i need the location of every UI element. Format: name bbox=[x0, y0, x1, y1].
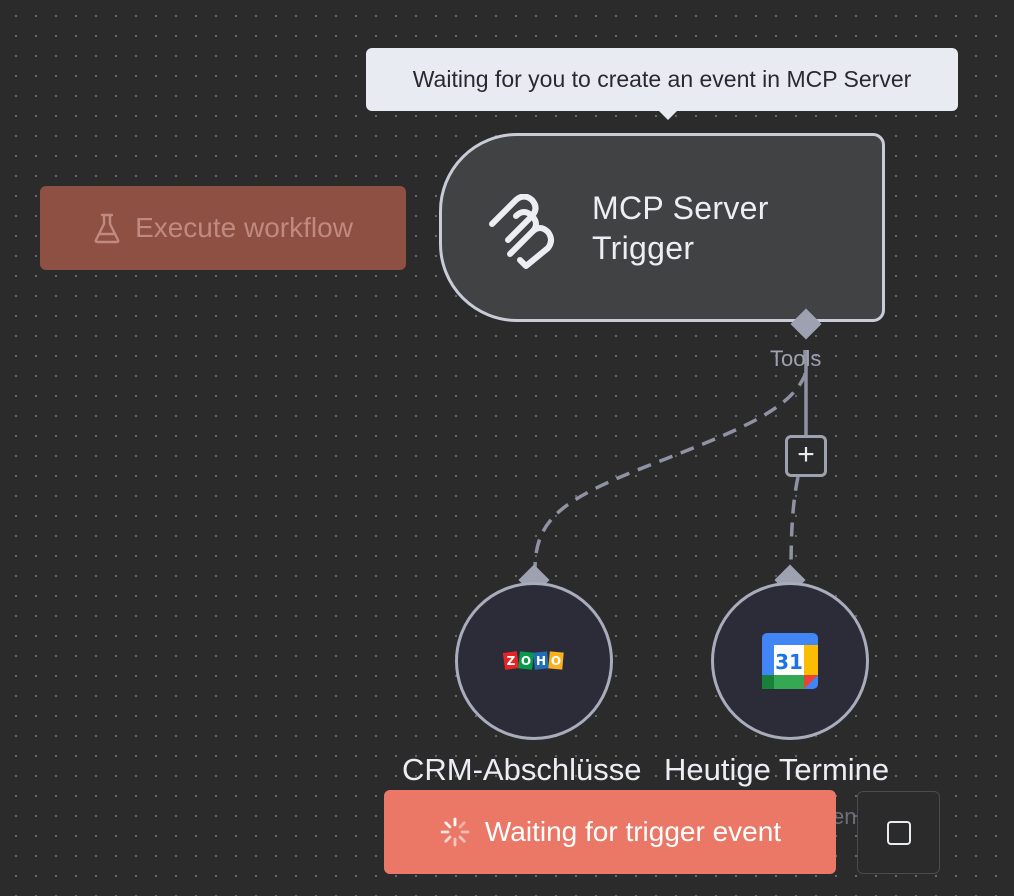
calendar-tool-label: Heutige Termine bbox=[664, 752, 890, 787]
zoho-letter-h: H bbox=[536, 654, 546, 668]
add-tool-button[interactable]: + bbox=[785, 435, 827, 477]
calendar-day-text: 31 bbox=[775, 650, 803, 674]
execute-workflow-button[interactable]: Execute workflow bbox=[40, 186, 406, 270]
google-calendar-icon: 31 bbox=[762, 633, 818, 689]
trigger-tooltip: Waiting for you to create an event in MC… bbox=[366, 48, 958, 120]
waiting-trigger-label: Waiting for trigger event bbox=[484, 816, 782, 847]
plus-icon: + bbox=[797, 438, 815, 471]
crm-tool-label: CRM-Abschlüsse bbox=[402, 752, 642, 787]
connection-zoho bbox=[533, 350, 807, 571]
mcp-icon bbox=[489, 194, 554, 269]
waiting-trigger-button[interactable]: Waiting for trigger event bbox=[384, 790, 836, 874]
crm-tool-node[interactable]: Z O H O bbox=[455, 582, 613, 740]
zoho-letter-z: Z bbox=[507, 654, 516, 668]
tools-connector-label: Tools bbox=[770, 346, 822, 371]
zoho-letter-o2: O bbox=[551, 654, 561, 668]
flask-icon bbox=[94, 213, 120, 244]
calendar-tool-sublabel: en bbox=[832, 804, 857, 829]
calendar-tool-node[interactable]: 31 bbox=[711, 582, 869, 740]
trigger-title: MCP Server Trigger bbox=[592, 190, 769, 266]
connection-calendar-bottom bbox=[789, 476, 800, 571]
execute-workflow-label: Execute workflow bbox=[135, 212, 353, 243]
zoho-letter-o1: O bbox=[521, 654, 531, 668]
zoho-icon: Z O H O bbox=[503, 651, 564, 670]
mcp-server-trigger-node[interactable]: MCP Server Trigger bbox=[439, 133, 885, 322]
stop-icon bbox=[886, 820, 911, 845]
stop-button[interactable] bbox=[857, 791, 940, 874]
spinner-icon bbox=[440, 817, 470, 847]
